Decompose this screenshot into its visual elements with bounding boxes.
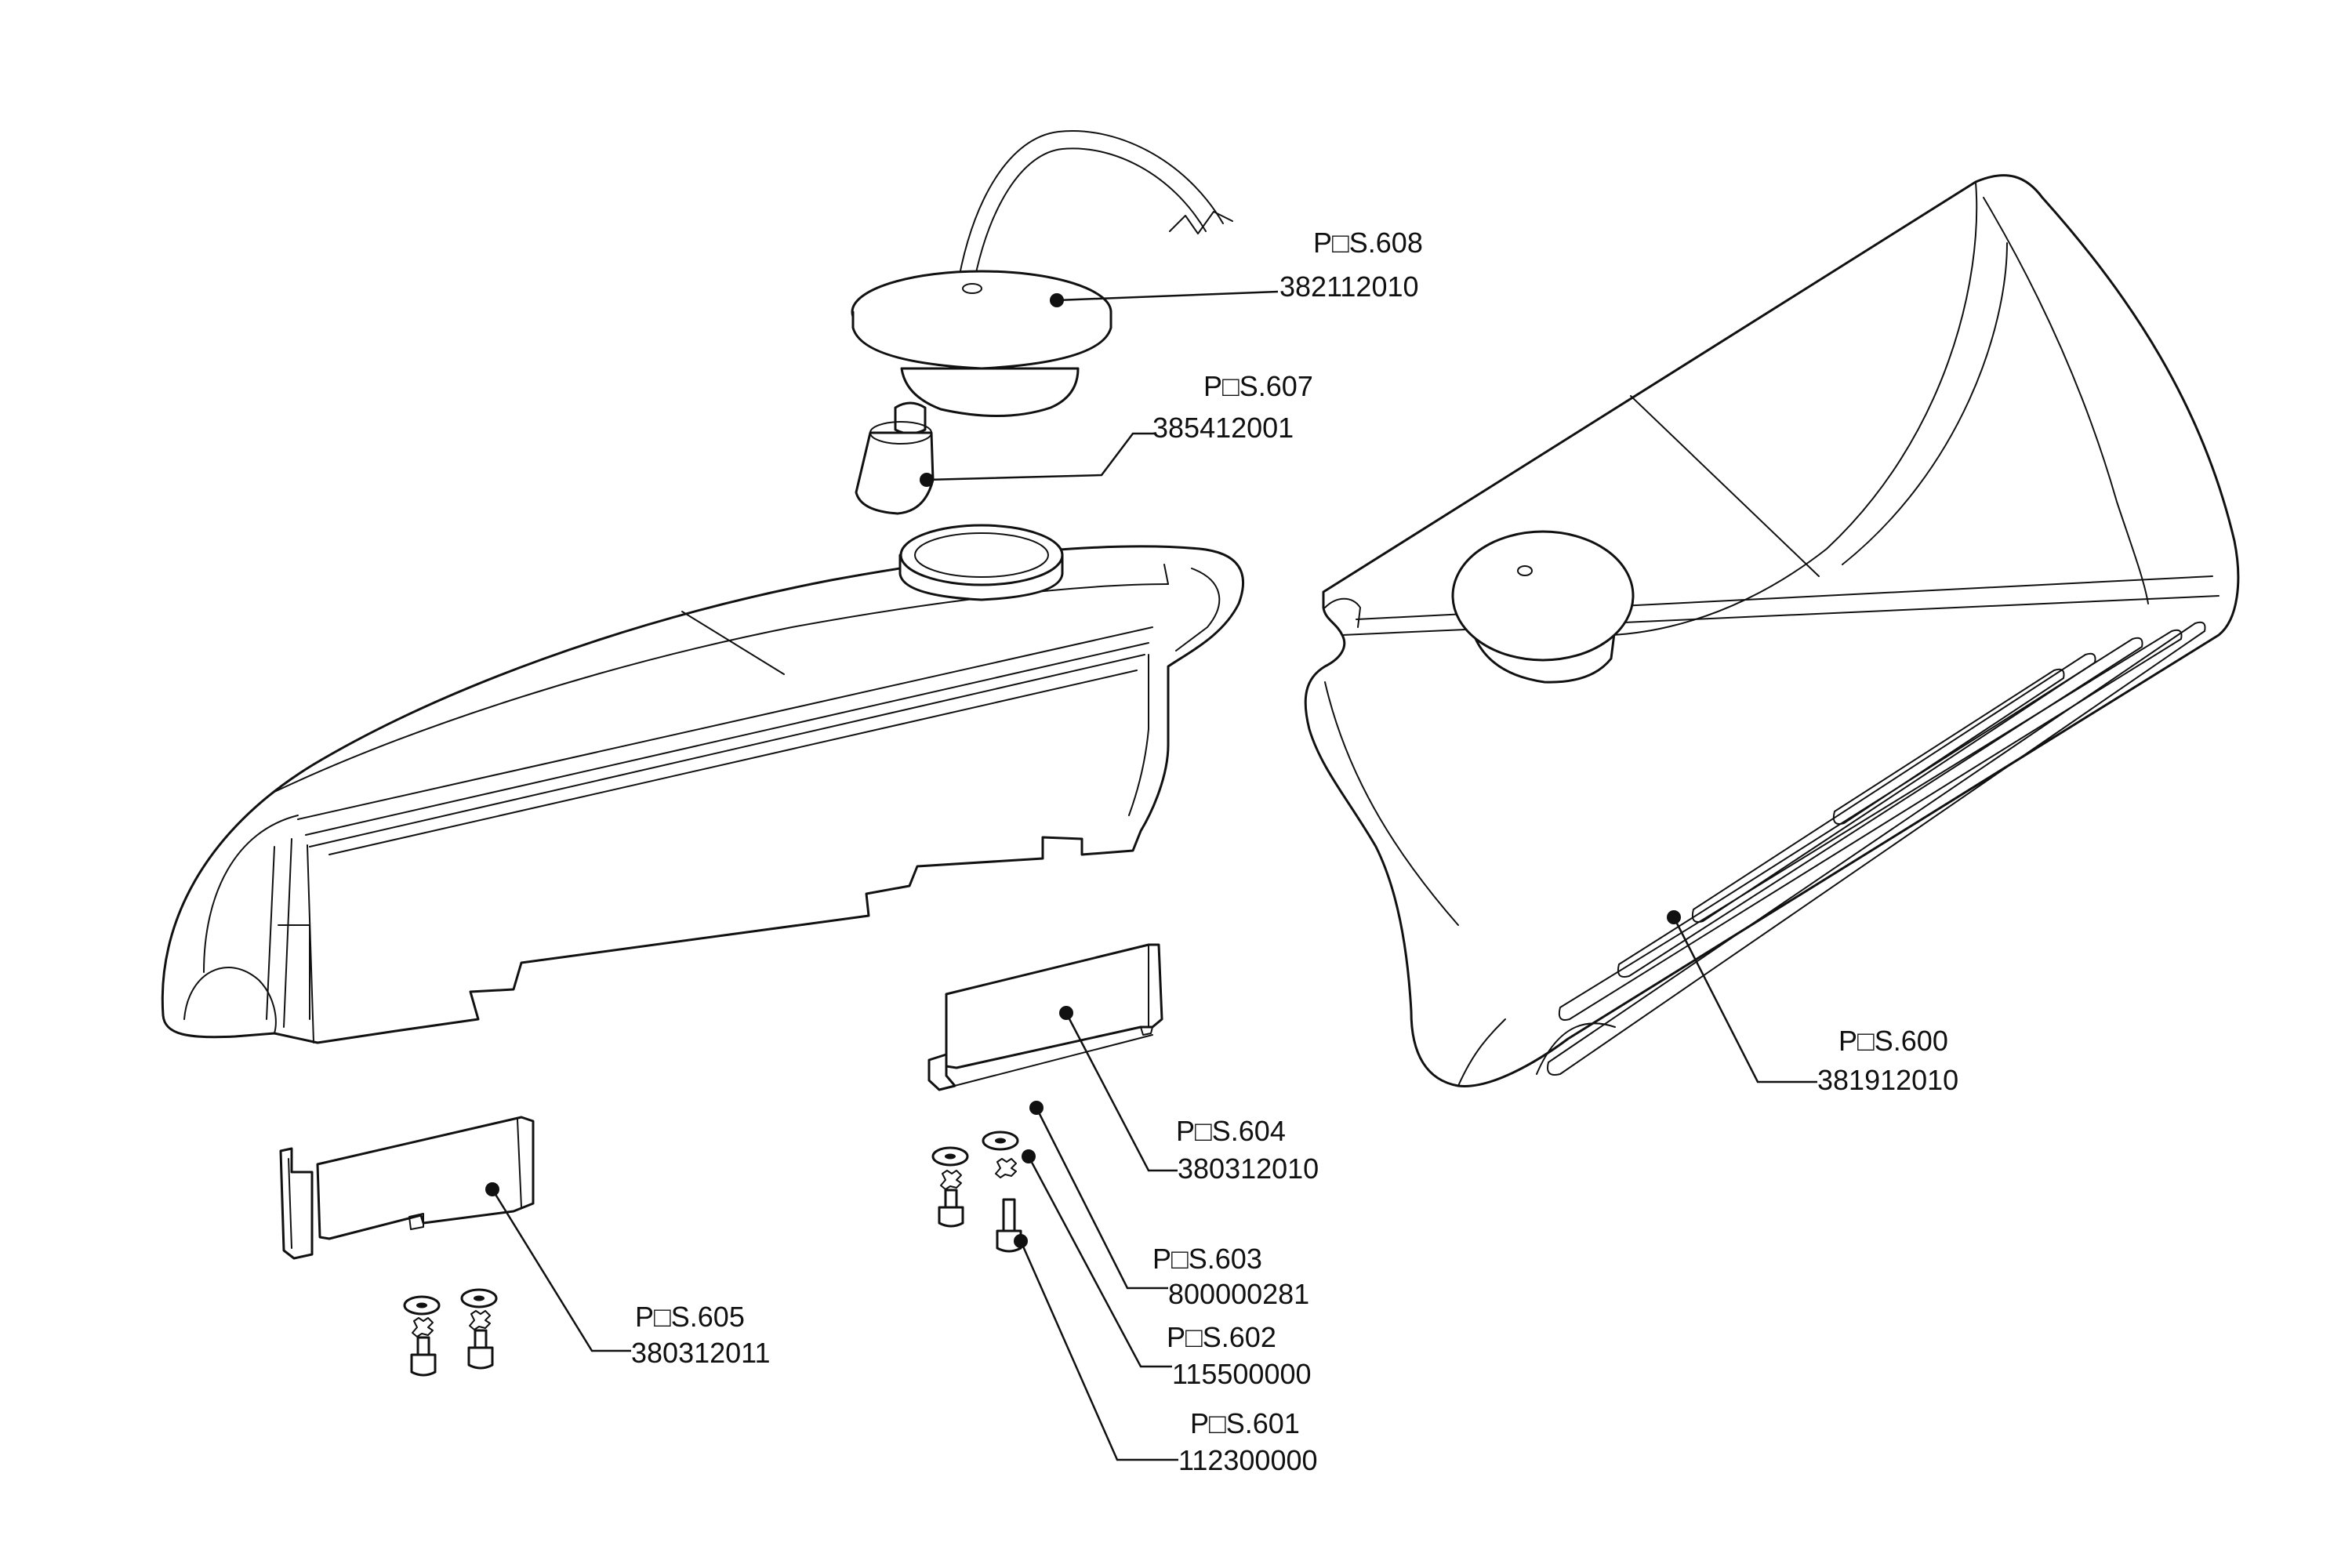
part-number-601: 112300000: [1178, 1444, 1318, 1476]
pos-label-601: P□S.601: [1190, 1407, 1300, 1439]
leader-607: [926, 432, 1156, 481]
pos-label-605: P□S.605: [635, 1301, 745, 1333]
leader-dot-605: [485, 1182, 499, 1196]
leader-600: [1672, 916, 1817, 1083]
pos-label-603: P□S.603: [1152, 1243, 1262, 1275]
pos-label-608: P□S.608: [1313, 227, 1423, 259]
leader-602: [1027, 1156, 1172, 1368]
bracket-part-605: [279, 1116, 535, 1260]
leader-608: [1056, 290, 1279, 302]
part-number-607: 385412001: [1152, 412, 1294, 444]
pos-label-602: P□S.602: [1167, 1321, 1276, 1353]
leader-601: [1019, 1240, 1178, 1461]
part-number-605: 380312011: [631, 1337, 771, 1369]
leader-dot-608: [1050, 293, 1064, 307]
part-number-604: 380312010: [1178, 1152, 1319, 1185]
left-housing-tank: [161, 524, 1245, 1044]
hardware-605-set: [403, 1288, 498, 1377]
leader-605: [491, 1189, 631, 1352]
leader-dot-603: [1029, 1101, 1044, 1115]
pos-label-600: P□S.600: [1838, 1025, 1948, 1057]
part-number-600: 381912010: [1817, 1064, 1958, 1096]
leader-dot-600: [1667, 910, 1681, 924]
leader-dot-604: [1059, 1006, 1073, 1020]
callout-labels: P□S.608 382112010 P□S.607 385412001 P□S.…: [631, 227, 1958, 1476]
leader-604: [1065, 1012, 1178, 1172]
bracket-part-604: [927, 943, 1163, 1091]
hardware-604-set: [931, 1131, 1022, 1253]
part-number-603: 800000281: [1168, 1278, 1309, 1310]
leader-lines: [485, 290, 1817, 1461]
pos-label-607: P□S.607: [1203, 370, 1313, 402]
leader-603: [1035, 1107, 1168, 1290]
grommet-part-608: [851, 130, 1233, 417]
part-number-608: 382112010: [1279, 270, 1419, 303]
right-cover-part-600: [1304, 174, 2240, 1087]
part-number-602: 115500000: [1172, 1358, 1312, 1390]
leader-dot-607: [920, 473, 934, 487]
pos-label-604: P□S.604: [1176, 1115, 1286, 1147]
leader-dot-602: [1022, 1149, 1036, 1163]
valve-part-607: [855, 401, 935, 515]
leader-dot-601: [1014, 1234, 1028, 1248]
